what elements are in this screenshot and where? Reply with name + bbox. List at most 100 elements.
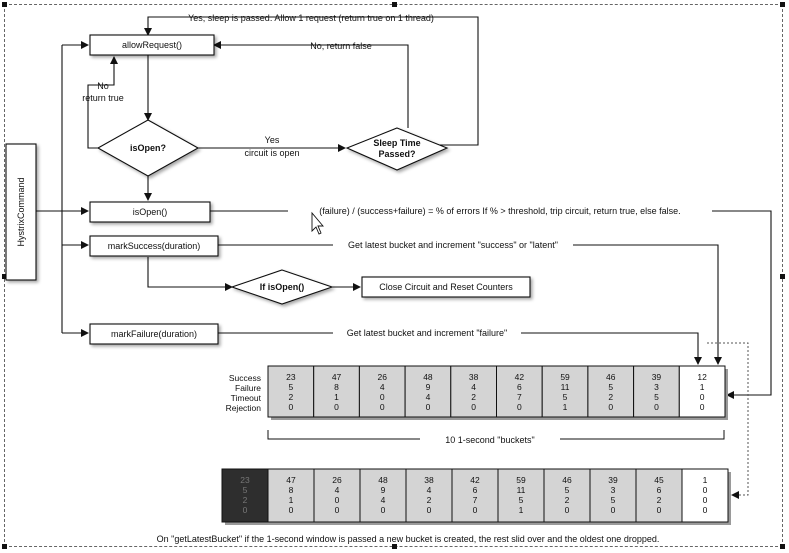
bucket-value: 0 <box>700 392 705 402</box>
bucket-value: 0 <box>703 485 708 495</box>
sleep-time-label-line1: Sleep Time <box>373 138 420 148</box>
bucket-cell <box>313 365 360 418</box>
bucket-value: 12 <box>697 372 707 382</box>
bucket-value: 5 <box>563 392 568 402</box>
bucket-window-next: 2352047810264004894038420426705911514652… <box>221 468 731 525</box>
bucket-value: 5 <box>608 382 613 392</box>
bucket-cell <box>358 365 406 418</box>
row-label-success: Success <box>229 373 261 383</box>
mark-success-node[interactable] <box>89 235 219 257</box>
selection-handle[interactable] <box>2 2 7 7</box>
bucket-value: 11 <box>517 485 526 495</box>
edge-label-error-formula: (failure) / (success+failure) = % of err… <box>319 206 680 216</box>
bucket-value: 4 <box>427 485 432 495</box>
sleep-time-label-line2: Passed? <box>378 149 415 159</box>
edge-label-yes: Yes <box>265 135 280 145</box>
bucket-value: 11 <box>561 382 570 392</box>
bucket-value: 5 <box>243 485 248 495</box>
bucket-value: 26 <box>378 372 388 382</box>
bucket-value: 1 <box>334 392 339 402</box>
allow-request-label: allowRequest() <box>122 40 182 50</box>
bucket-value: 46 <box>606 372 616 382</box>
bucket-cell <box>541 365 589 418</box>
bucket-value: 39 <box>652 372 662 382</box>
if-is-open-label: If isOpen() <box>260 282 305 292</box>
is-open-decision[interactable] <box>96 119 200 177</box>
hystrix-command-node[interactable] <box>5 143 37 281</box>
bucket-cell-newest <box>678 365 726 418</box>
selection-handle[interactable] <box>2 544 7 549</box>
bucket-value: 9 <box>426 382 431 392</box>
selection-handle[interactable] <box>780 544 785 549</box>
is-open-node[interactable] <box>89 201 211 223</box>
row-label-failure: Failure <box>235 383 261 393</box>
bucket-value: 0 <box>657 505 662 515</box>
bucket-value: 8 <box>334 382 339 392</box>
sleep-time-decision[interactable] <box>345 127 449 171</box>
bucket-value: 2 <box>427 495 432 505</box>
bucket-value: 1 <box>519 505 524 515</box>
mouse-cursor-icon <box>311 211 324 235</box>
bucket-value: 5 <box>654 392 659 402</box>
selection-handle[interactable] <box>392 2 397 7</box>
bucket-value: 1 <box>703 475 708 485</box>
bucket-value: 5 <box>611 495 616 505</box>
if-is-open-decision[interactable] <box>230 269 334 305</box>
bucket-value: 0 <box>427 505 432 515</box>
bucket-value: 6 <box>473 485 478 495</box>
is-open-decision-label: isOpen? <box>130 143 166 153</box>
bucket-value: 38 <box>469 372 479 382</box>
row-label-rejection: Rejection <box>226 403 262 413</box>
bucket-value: 2 <box>608 392 613 402</box>
bucket-value: 0 <box>565 505 570 515</box>
bucket-value: 0 <box>611 505 616 515</box>
bucket-value: 39 <box>608 475 618 485</box>
bucket-value: 23 <box>240 475 250 485</box>
bucket-value: 6 <box>517 382 522 392</box>
selection-handle[interactable] <box>780 2 785 7</box>
buckets-caption-bg <box>420 433 560 445</box>
bucket-value: 5 <box>565 485 570 495</box>
bucket-cell <box>589 468 637 523</box>
bucket-window-current: 2352047810264004894038420426705911514652… <box>267 365 728 420</box>
bucket-value: 1 <box>289 495 294 505</box>
slide-over-dotted-line <box>707 342 749 499</box>
bucket-value: 0 <box>334 402 339 412</box>
bucket-value: 2 <box>471 392 476 402</box>
edge-label-sleep-passed: Yes, sleep is passed. Allow 1 request (r… <box>188 13 434 23</box>
bucket-value: 9 <box>381 485 386 495</box>
bucket-cell <box>497 468 545 523</box>
bucket-value: 48 <box>423 372 433 382</box>
bucket-value: 4 <box>471 382 476 392</box>
bucket-value: 59 <box>560 372 570 382</box>
bucket-value: 42 <box>515 372 525 382</box>
bucket-value: 4 <box>335 485 340 495</box>
selection-handle[interactable] <box>780 274 785 279</box>
close-circuit-node[interactable] <box>361 276 531 298</box>
bucket-value: 0 <box>289 505 294 515</box>
bucket-cell <box>313 468 361 523</box>
bucket-value: 0 <box>426 402 431 412</box>
close-circuit-label: Close Circuit and Reset Counters <box>379 282 513 292</box>
mark-failure-node[interactable] <box>89 323 219 345</box>
bucket-value: 46 <box>562 475 572 485</box>
allow-request-node[interactable] <box>89 34 215 56</box>
bucket-cell <box>405 468 453 523</box>
bucket-value: 0 <box>517 402 522 412</box>
bucket-value: 0 <box>700 402 705 412</box>
bucket-value: 2 <box>657 495 662 505</box>
bucket-value: 0 <box>654 402 659 412</box>
bucket-value: 47 <box>332 372 342 382</box>
bucket-value: 0 <box>335 505 340 515</box>
bucket-value: 5 <box>288 382 293 392</box>
edge-label-no: No <box>97 81 109 91</box>
edge-label-failure-bucket: Get latest bucket and increment "failure… <box>347 328 507 338</box>
bucket-value: 8 <box>289 485 294 495</box>
selection-handle[interactable] <box>2 274 7 279</box>
bucket-value: 0 <box>288 402 293 412</box>
bucket-value: 2 <box>288 392 293 402</box>
bucket-cell-dropped <box>221 468 269 523</box>
bucket-cell-newest <box>681 468 729 523</box>
selection-handle[interactable] <box>392 544 397 549</box>
bucket-value: 7 <box>473 495 478 505</box>
